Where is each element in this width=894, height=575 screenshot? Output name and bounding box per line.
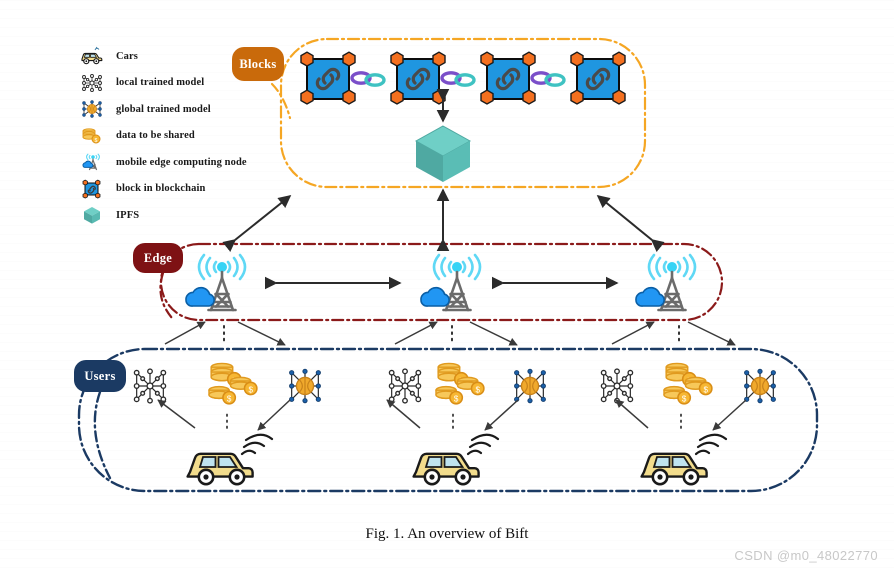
svg-text:$: $	[475, 385, 480, 394]
coins-icon: $	[78, 126, 106, 146]
legend-label: mobile edge computing node	[116, 156, 247, 168]
global-model-2[interactable]	[508, 366, 552, 406]
legend-item-global-model: global trained model	[78, 99, 328, 119]
legend-item-shared-data: $ data to be shared	[78, 126, 328, 146]
car-3[interactable]	[636, 432, 728, 486]
local-model-2[interactable]	[383, 366, 427, 406]
svg-text:$: $	[95, 138, 98, 144]
svg-text:$: $	[248, 385, 253, 394]
legend-item-local-model: local trained model	[78, 73, 328, 93]
legend-label: global trained model	[116, 103, 211, 115]
block-3[interactable]	[480, 51, 536, 105]
mec-node-1[interactable]	[182, 252, 254, 314]
ipfs-cube-icon	[78, 205, 106, 225]
global-model-1[interactable]	[283, 366, 327, 406]
tier-badge-blocks[interactable]: Blocks	[232, 47, 284, 81]
legend-item-ipfs: IPFS	[78, 205, 328, 225]
ipfs-cube[interactable]	[412, 124, 474, 184]
blocks-tier-border	[279, 37, 647, 189]
watermark: CSDN @m0_48022770	[734, 548, 878, 563]
car-1[interactable]	[182, 432, 274, 486]
global-model-icon	[78, 99, 106, 119]
coins-3[interactable]: $ $ $	[660, 360, 714, 406]
legend: Cars local trained model	[78, 46, 328, 232]
block-4[interactable]	[570, 51, 626, 105]
svg-text:$: $	[227, 395, 232, 404]
global-model-3[interactable]	[738, 366, 782, 406]
users-tier-border	[77, 347, 819, 493]
legend-label: local trained model	[116, 77, 205, 88]
blockchain-block-icon	[78, 179, 106, 199]
car-2[interactable]	[408, 432, 500, 486]
legend-label: data to be shared	[116, 130, 195, 141]
mec-node-icon	[78, 152, 106, 172]
legend-item-block: block in blockchain	[78, 179, 328, 199]
coins-1[interactable]: $ $ $	[205, 360, 259, 406]
tier-badge-users[interactable]: Users	[74, 360, 126, 392]
legend-label: Cars	[116, 50, 138, 62]
block-2[interactable]	[390, 51, 446, 105]
mec-node-3[interactable]	[632, 252, 704, 314]
legend-label: block in blockchain	[116, 183, 206, 194]
figure-caption: Fig. 1. An overview of Bift	[365, 526, 529, 542]
block-1[interactable]	[300, 51, 356, 105]
car-icon	[78, 46, 106, 66]
legend-item-mec-node: mobile edge computing node	[78, 152, 328, 172]
local-model-3[interactable]	[595, 366, 639, 406]
svg-text:$: $	[703, 385, 708, 394]
mec-node-2[interactable]	[417, 252, 489, 314]
users-badge-connector	[93, 390, 112, 480]
tier-badge-edge[interactable]: Edge	[133, 243, 183, 273]
local-model-icon	[78, 73, 106, 93]
edge-badge-connector	[159, 271, 174, 320]
svg-text:$: $	[454, 395, 459, 404]
local-model-1[interactable]	[128, 366, 172, 406]
legend-item-cars: Cars	[78, 46, 328, 66]
legend-label: IPFS	[116, 209, 140, 221]
chain-link-connectors	[350, 71, 566, 87]
svg-text:$: $	[682, 395, 687, 404]
blocks-badge-connector	[270, 82, 292, 120]
blockchain-row	[300, 51, 626, 105]
coins-2[interactable]: $ $ $	[432, 360, 486, 406]
